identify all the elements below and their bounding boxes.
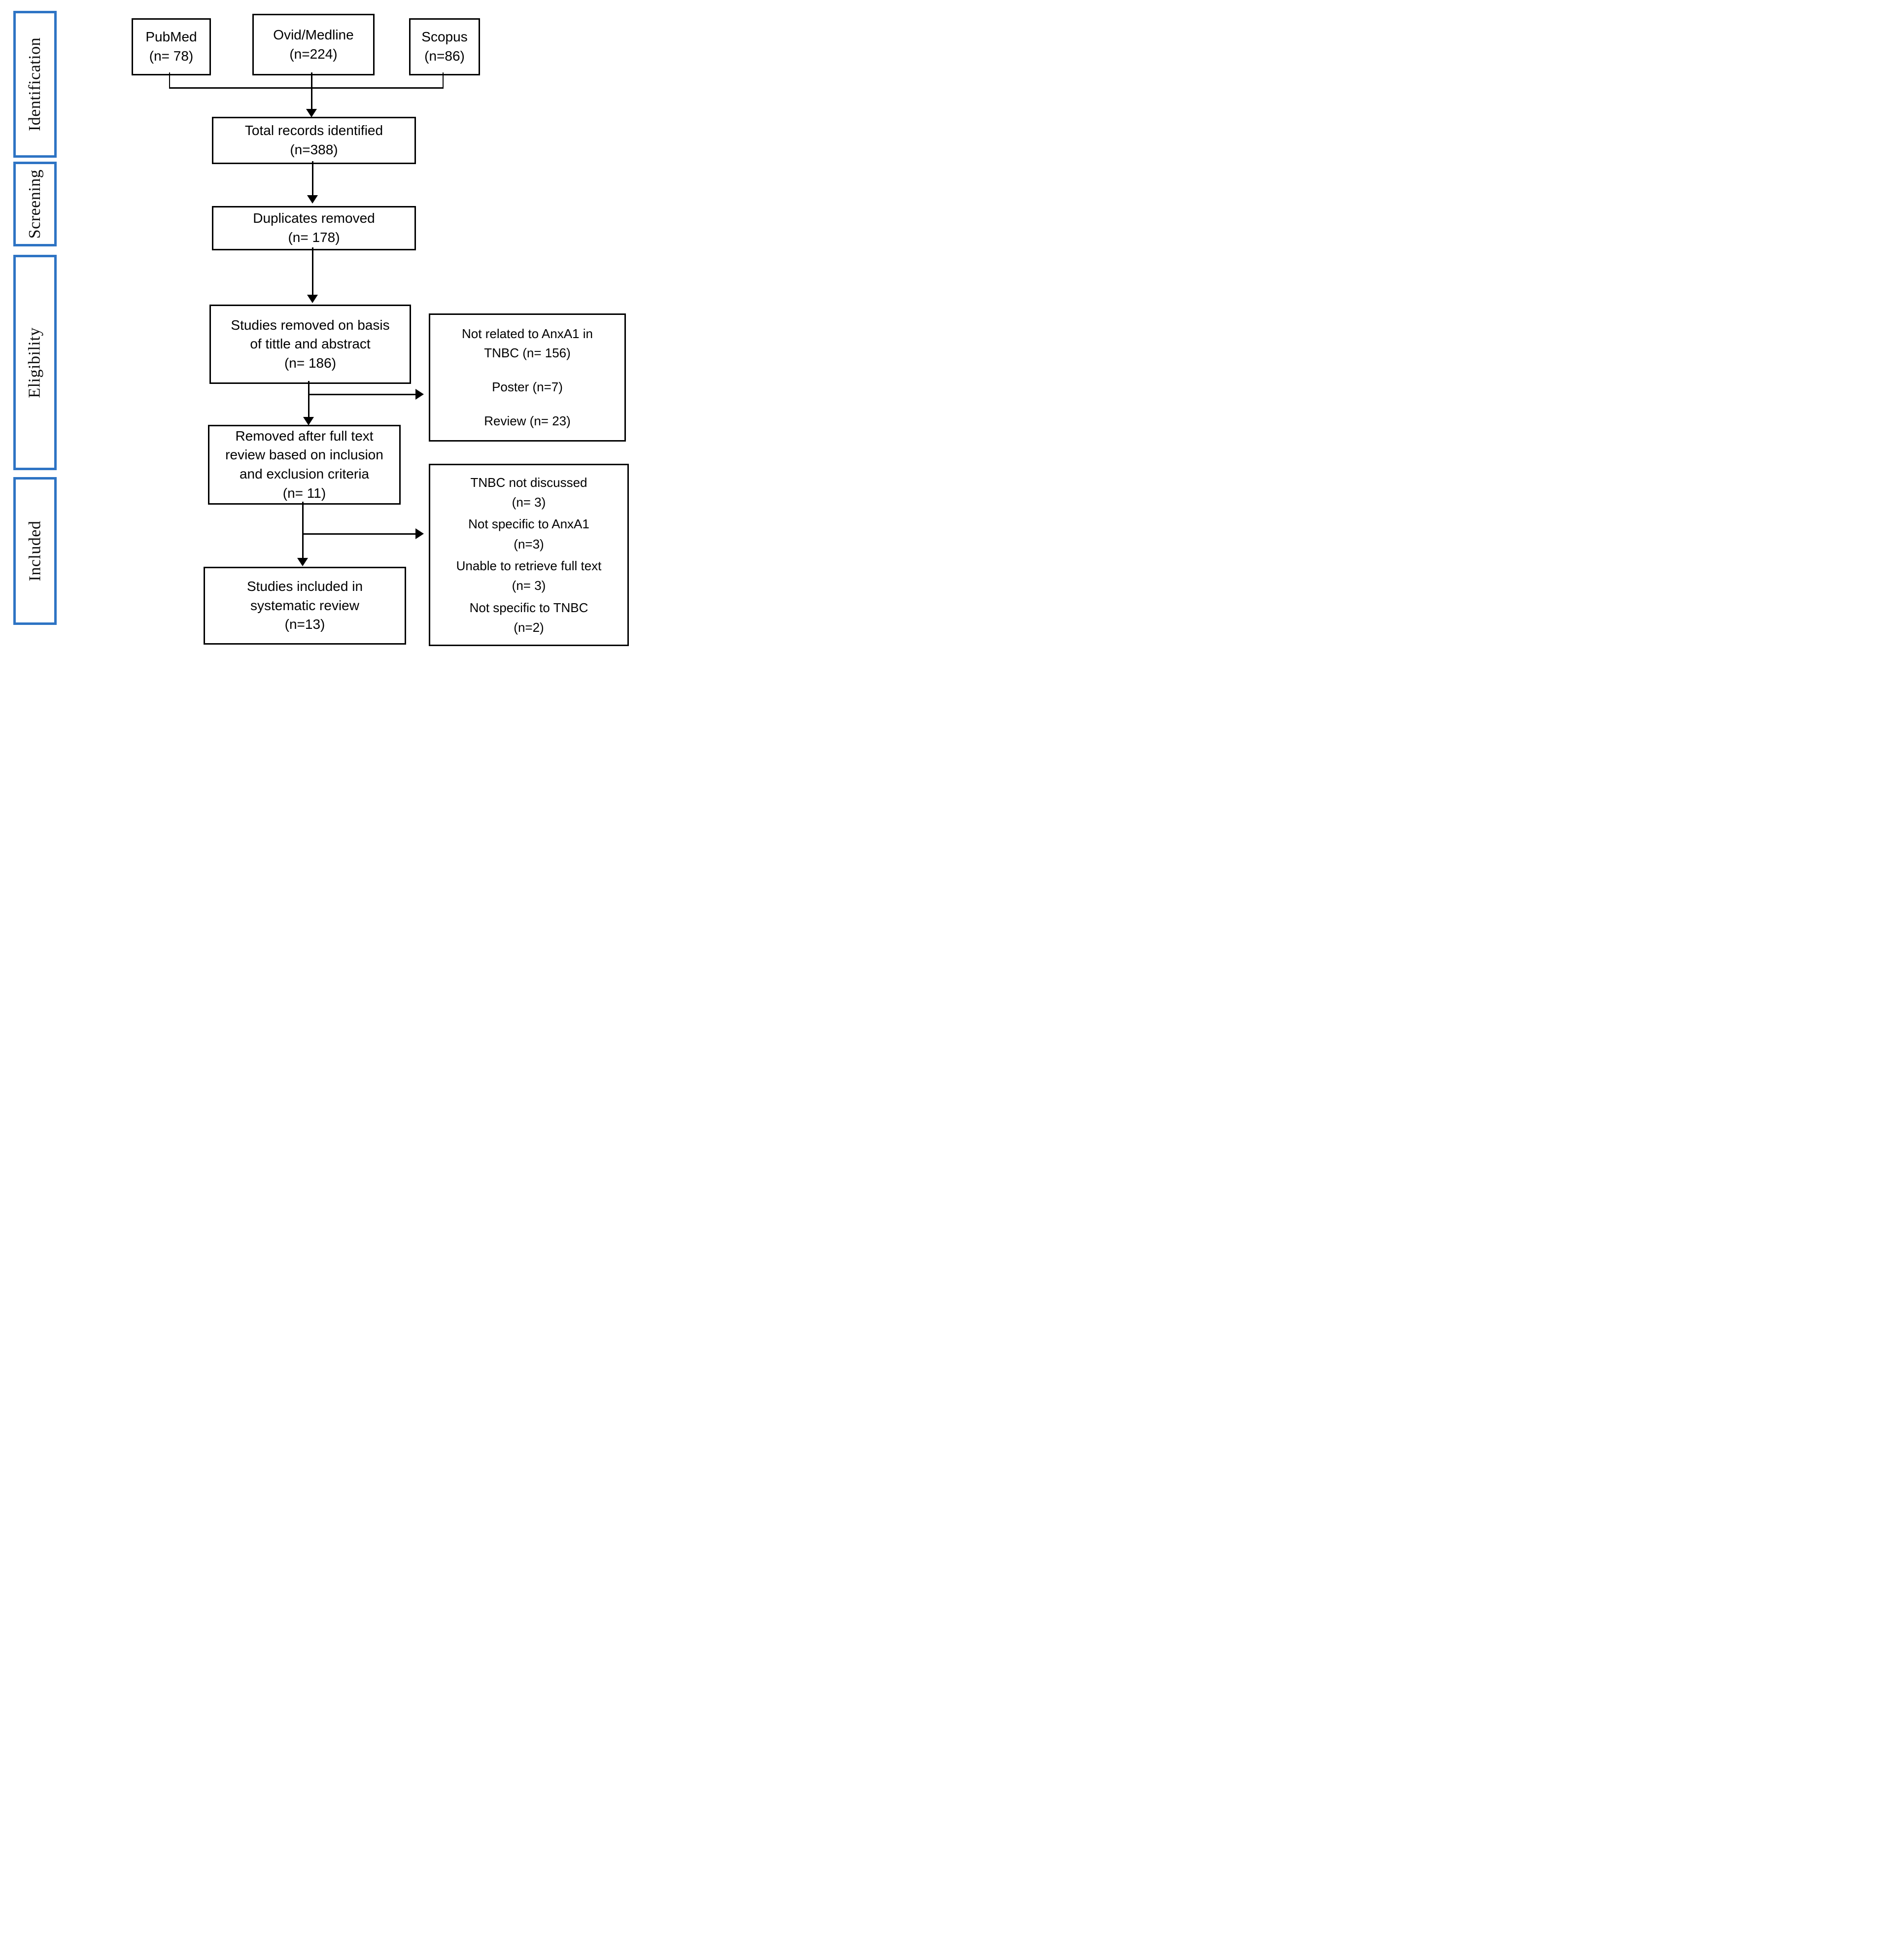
stage-label-identification: Identification	[26, 37, 44, 132]
studies-included-line-1: Studies included in	[246, 579, 363, 594]
connector-total-to-duplicates	[312, 161, 313, 196]
source-pubmed-name: PubMed	[145, 29, 197, 45]
title-abstract-line-2: of tittle and abstract	[250, 336, 371, 352]
exclusion-box-full-text: TNBC not discussed (n= 3) Not specific t…	[429, 464, 629, 646]
exclusion-2-item-2-line-1: Not specific to AnxA1	[468, 516, 589, 532]
full-text-line-3: and exclusion criteria	[239, 466, 370, 481]
source-box-pubmed: PubMed (n= 78)	[132, 18, 211, 75]
arrowhead-down-icon	[297, 558, 308, 566]
flow-box-studies-included: Studies included in systematic review (n…	[204, 567, 406, 645]
exclusion-2-item-1-line-1: TNBC not discussed	[470, 475, 587, 490]
stage-label-included: Included	[26, 520, 44, 582]
stage-box-eligibility: Eligibility	[13, 255, 57, 470]
full-text-count: (n= 11)	[282, 485, 326, 501]
exclusion-2-item-3-line-2: (n= 3)	[512, 578, 546, 593]
stage-box-included: Included	[13, 477, 57, 625]
exclusion-item: Not related to AnxA1 in TNBC (n= 156)	[462, 324, 593, 363]
full-text-line-2: review based on inclusion	[225, 447, 383, 463]
duplicates-line: Duplicates removed	[253, 210, 375, 226]
stage-box-screening: Screening	[13, 162, 57, 246]
stage-label-screening: Screening	[26, 169, 44, 239]
arrowhead-down-icon	[303, 417, 314, 425]
exclusion-2-item-4-line-1: Not specific to TNBC	[469, 600, 588, 615]
connector-scopus-drop	[443, 72, 444, 88]
arrowhead-down-icon	[306, 109, 317, 117]
connector-pubmed-drop	[169, 72, 170, 88]
source-box-scopus: Scopus (n=86)	[409, 18, 480, 75]
arrowhead-right-icon	[415, 528, 424, 539]
exclusion-item: Poster (n=7)	[492, 378, 563, 397]
source-scopus-name: Scopus	[421, 29, 468, 45]
total-records-line: Total records identified	[244, 123, 383, 138]
connector-merge-horizontal	[169, 87, 444, 89]
stage-box-identification: Identification	[13, 11, 57, 158]
exclusion-item: TNBC not discussed (n= 3)	[471, 473, 587, 513]
arrowhead-right-icon	[415, 389, 424, 400]
stage-label-eligibility: Eligibility	[26, 327, 44, 398]
exclusion-1-item-2-line-1: Poster (n=7)	[492, 379, 563, 394]
connector-title-abstract-to-full-text	[308, 381, 310, 418]
exclusion-box-title-abstract: Not related to AnxA1 in TNBC (n= 156) Po…	[429, 313, 626, 442]
arrowhead-down-icon	[307, 195, 318, 204]
connector-branch-to-exclusion-2	[302, 533, 415, 535]
duplicates-count: (n= 178)	[288, 230, 340, 245]
studies-included-line-2: systematic review	[250, 597, 359, 613]
title-abstract-line-1: Studies removed on basis	[231, 317, 390, 333]
flow-box-removed-title-abstract: Studies removed on basis of tittle and a…	[209, 305, 411, 384]
connector-center-drop	[311, 72, 312, 110]
exclusion-1-item-1-line-2: TNBC (n= 156)	[484, 345, 571, 360]
studies-included-count: (n=13)	[284, 617, 325, 632]
exclusion-item: Review (n= 23)	[484, 412, 571, 431]
source-ovid-count: (n=224)	[289, 46, 338, 62]
exclusion-item: Unable to retrieve full text (n= 3)	[456, 556, 602, 596]
exclusion-2-item-2-line-2: (n=3)	[514, 536, 544, 551]
source-box-ovid-medline: Ovid/Medline (n=224)	[252, 14, 375, 75]
exclusion-item: Not specific to TNBC (n=2)	[470, 598, 588, 638]
exclusion-1-item-1-line-1: Not related to AnxA1 in	[462, 326, 593, 341]
connector-branch-to-exclusion-1	[308, 394, 415, 395]
exclusion-2-item-3-line-1: Unable to retrieve full text	[456, 558, 602, 573]
exclusion-item: Not specific to AnxA1 (n=3)	[468, 514, 589, 554]
source-ovid-name: Ovid/Medline	[273, 27, 354, 42]
flow-box-duplicates-removed: Duplicates removed (n= 178)	[212, 206, 416, 250]
exclusion-1-item-3-line-1: Review (n= 23)	[484, 413, 571, 428]
full-text-line-1: Removed after full text	[235, 428, 374, 444]
arrowhead-down-icon	[307, 295, 318, 303]
connector-full-text-to-included	[302, 502, 304, 559]
exclusion-2-item-4-line-2: (n=2)	[514, 619, 544, 635]
flow-box-removed-full-text: Removed after full text review based on …	[208, 425, 401, 505]
prisma-flow-diagram: Identification Screening Eligibility Inc…	[0, 0, 631, 653]
total-records-count: (n=388)	[290, 142, 338, 157]
title-abstract-count: (n= 186)	[284, 355, 337, 371]
source-pubmed-count: (n= 78)	[149, 48, 194, 64]
exclusion-2-item-1-line-2: (n= 3)	[512, 495, 546, 510]
connector-duplicates-to-title-abstract	[312, 247, 313, 296]
source-scopus-count: (n=86)	[424, 48, 465, 64]
flow-box-total-records: Total records identified (n=388)	[212, 117, 416, 164]
